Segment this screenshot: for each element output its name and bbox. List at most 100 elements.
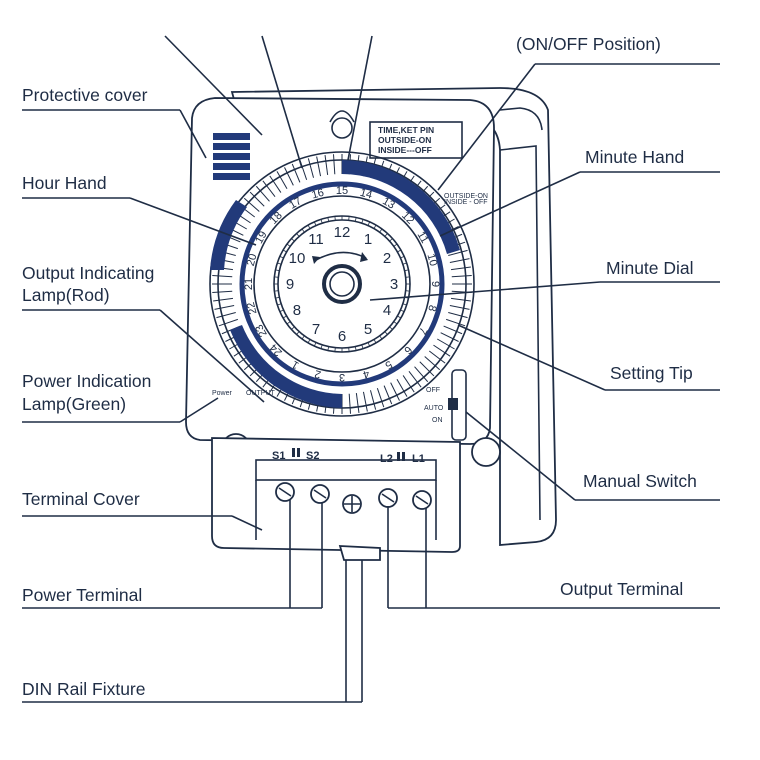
setting-tip[interactable] [218, 318, 238, 327]
setting-tip[interactable] [212, 274, 233, 278]
minute-tick [313, 221, 317, 226]
setting-tip[interactable] [369, 390, 377, 410]
setting-tip[interactable] [424, 356, 441, 371]
setting-tip[interactable] [433, 344, 451, 357]
minute-tick [397, 315, 402, 319]
hour-ring-number: 4 [362, 367, 371, 380]
minute-tick [282, 249, 287, 253]
label-power-lamp-1: Power Indication [22, 371, 151, 391]
setting-tip[interactable] [291, 163, 301, 183]
setting-tip[interactable] [396, 379, 408, 397]
setting-tip[interactable] [348, 393, 352, 414]
setting-tip[interactable] [450, 297, 471, 302]
setting-tip[interactable] [419, 361, 435, 377]
minute-tick [384, 233, 388, 237]
setting-tip[interactable] [249, 191, 265, 207]
setting-tip[interactable] [332, 154, 336, 175]
minute-tick [402, 262, 407, 265]
output-lamp-text: OUTPUT [246, 390, 276, 397]
minute-tick [404, 269, 409, 272]
setting-tip[interactable] [437, 338, 455, 350]
minute-tick [389, 326, 393, 330]
setting-tip[interactable] [446, 318, 466, 327]
hour-ring-number: 19 [253, 229, 270, 246]
dial-dark-arc-top [342, 160, 460, 254]
setting-tip[interactable] [448, 311, 468, 319]
setting-tip[interactable] [324, 155, 329, 176]
minute-tick [393, 321, 398, 325]
terminal-l1: L1 [412, 453, 425, 465]
label-minute-hand: Minute Hand [585, 147, 684, 167]
setting-tip[interactable] [213, 297, 234, 302]
minute-tick [277, 262, 282, 265]
setting-tip[interactable] [449, 258, 470, 264]
info-box: TIME,KET PIN OUTSIDE-ON INSIDE---OFF [369, 121, 463, 159]
setting-tip[interactable] [450, 266, 471, 271]
label-output-terminal: Output Terminal [560, 579, 683, 599]
setting-tip[interactable] [440, 332, 459, 342]
minute-tick [402, 303, 407, 306]
label-protective-cover: Protective cover [22, 85, 148, 105]
minute-tick [282, 315, 287, 319]
minute-dial-number: 4 [383, 302, 391, 319]
setting-tip[interactable] [269, 175, 282, 193]
label-hour-hand: Hour Hand [22, 173, 107, 193]
leader-lines [22, 35, 720, 703]
label-din-rail: DIN Rail Fixture [22, 679, 146, 699]
terminal-s2: S2 [306, 450, 319, 462]
setting-tip[interactable] [362, 391, 368, 412]
manual-switch[interactable]: OFF AUTO ON [424, 369, 467, 441]
hinge-pin [331, 117, 353, 139]
minute-tick [307, 224, 311, 229]
setting-tip[interactable] [402, 375, 415, 393]
setting-tip[interactable] [255, 185, 270, 202]
setting-tip[interactable] [262, 180, 276, 198]
setting-tip[interactable] [390, 382, 400, 401]
minute-tick [327, 217, 330, 222]
setting-tip[interactable] [376, 388, 385, 408]
minute-tick [397, 249, 402, 253]
setting-tip[interactable] [449, 304, 470, 310]
label-output-lamp-1: Output Indicating [22, 263, 154, 283]
hour-ring-number: 10 [424, 252, 439, 267]
minute-tick [291, 326, 295, 330]
setting-tip[interactable] [284, 167, 294, 186]
setting-tip[interactable] [355, 392, 360, 413]
setting-tip[interactable] [216, 311, 236, 319]
minute-dial-number: 1 [364, 231, 372, 248]
mini-note-2: INSIDE - OFF [444, 199, 488, 206]
hour-ring-number: 7 [416, 325, 429, 336]
minute-tick [373, 224, 377, 229]
minute-dial-number: 12 [334, 224, 351, 241]
label-manual-switch: Manual Switch [583, 471, 697, 491]
setting-tip[interactable] [408, 370, 422, 388]
setting-tip[interactable] [414, 366, 429, 383]
minute-tick [279, 255, 284, 259]
setting-tip[interactable] [243, 197, 260, 212]
setting-tip[interactable] [451, 274, 472, 278]
hour-ring-number: 14 [359, 187, 374, 202]
setting-tip[interactable] [307, 158, 315, 178]
din-rail-tab [338, 545, 381, 561]
hour-ring-number: 13 [380, 195, 397, 212]
label-power-lamp-2: Lamp(Green) [22, 394, 126, 414]
minute-tick [296, 233, 300, 237]
setting-tip[interactable] [428, 350, 446, 364]
svg-text:INSIDE---OFF: INSIDE---OFF [378, 145, 432, 155]
hour-hand-tip [312, 256, 320, 264]
setting-tip[interactable] [276, 171, 288, 189]
setting-tip[interactable] [214, 304, 235, 310]
setting-tip[interactable] [383, 385, 393, 405]
hour-ring-number: 16 [310, 187, 325, 202]
minute-tick [307, 339, 311, 344]
setting-tip[interactable] [316, 156, 322, 177]
setting-tip[interactable] [212, 290, 233, 294]
setting-tip[interactable] [448, 249, 468, 257]
svg-text:OFF: OFF [426, 387, 440, 394]
setting-tip[interactable] [443, 325, 463, 335]
hour-ring-number: 11 [414, 230, 430, 246]
hour-ring-number: 3 [339, 371, 345, 383]
minute-tick [296, 331, 300, 335]
